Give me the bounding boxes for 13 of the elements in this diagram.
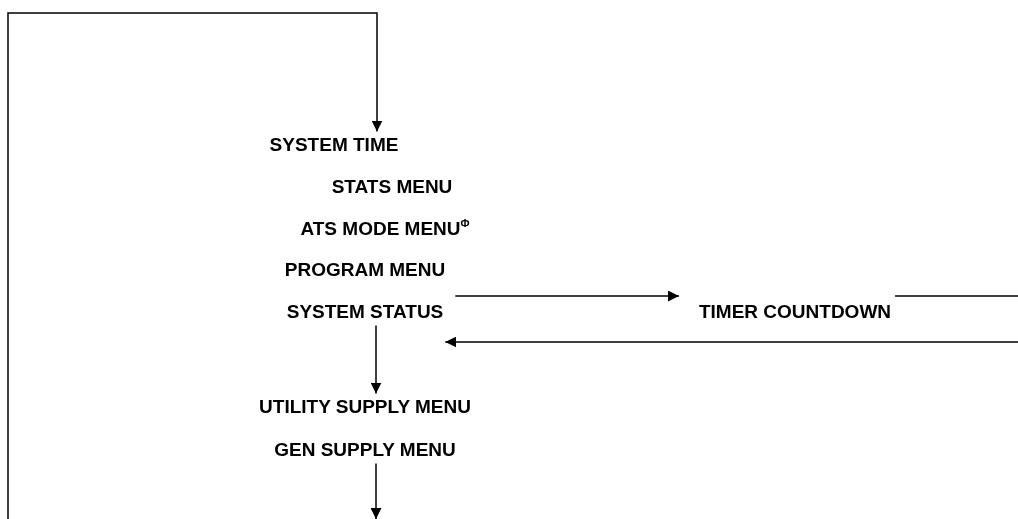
menu-item-label: GEN SUPPLY MENU (274, 438, 456, 462)
menu-item-label: ATS MODE MENU$^{Φ}$ (300, 217, 470, 241)
menu-item-label: SYSTEM STATUS (286, 300, 444, 324)
menu-item-label: SYSTEM TIME (269, 133, 399, 157)
menu-item-label: TIMER COUNTDOWN (698, 300, 892, 324)
arrow (370, 324, 382, 395)
menu-item-label: UTILITY SUPPLY MENU (259, 395, 471, 419)
arrow (444, 295, 1018, 348)
arrow (7, 12, 383, 519)
arrow (370, 462, 382, 519)
arrow (454, 290, 680, 302)
menu-item-label: STATS MENU (331, 175, 453, 199)
menu-item-label: PROGRAM MENU (284, 258, 446, 282)
